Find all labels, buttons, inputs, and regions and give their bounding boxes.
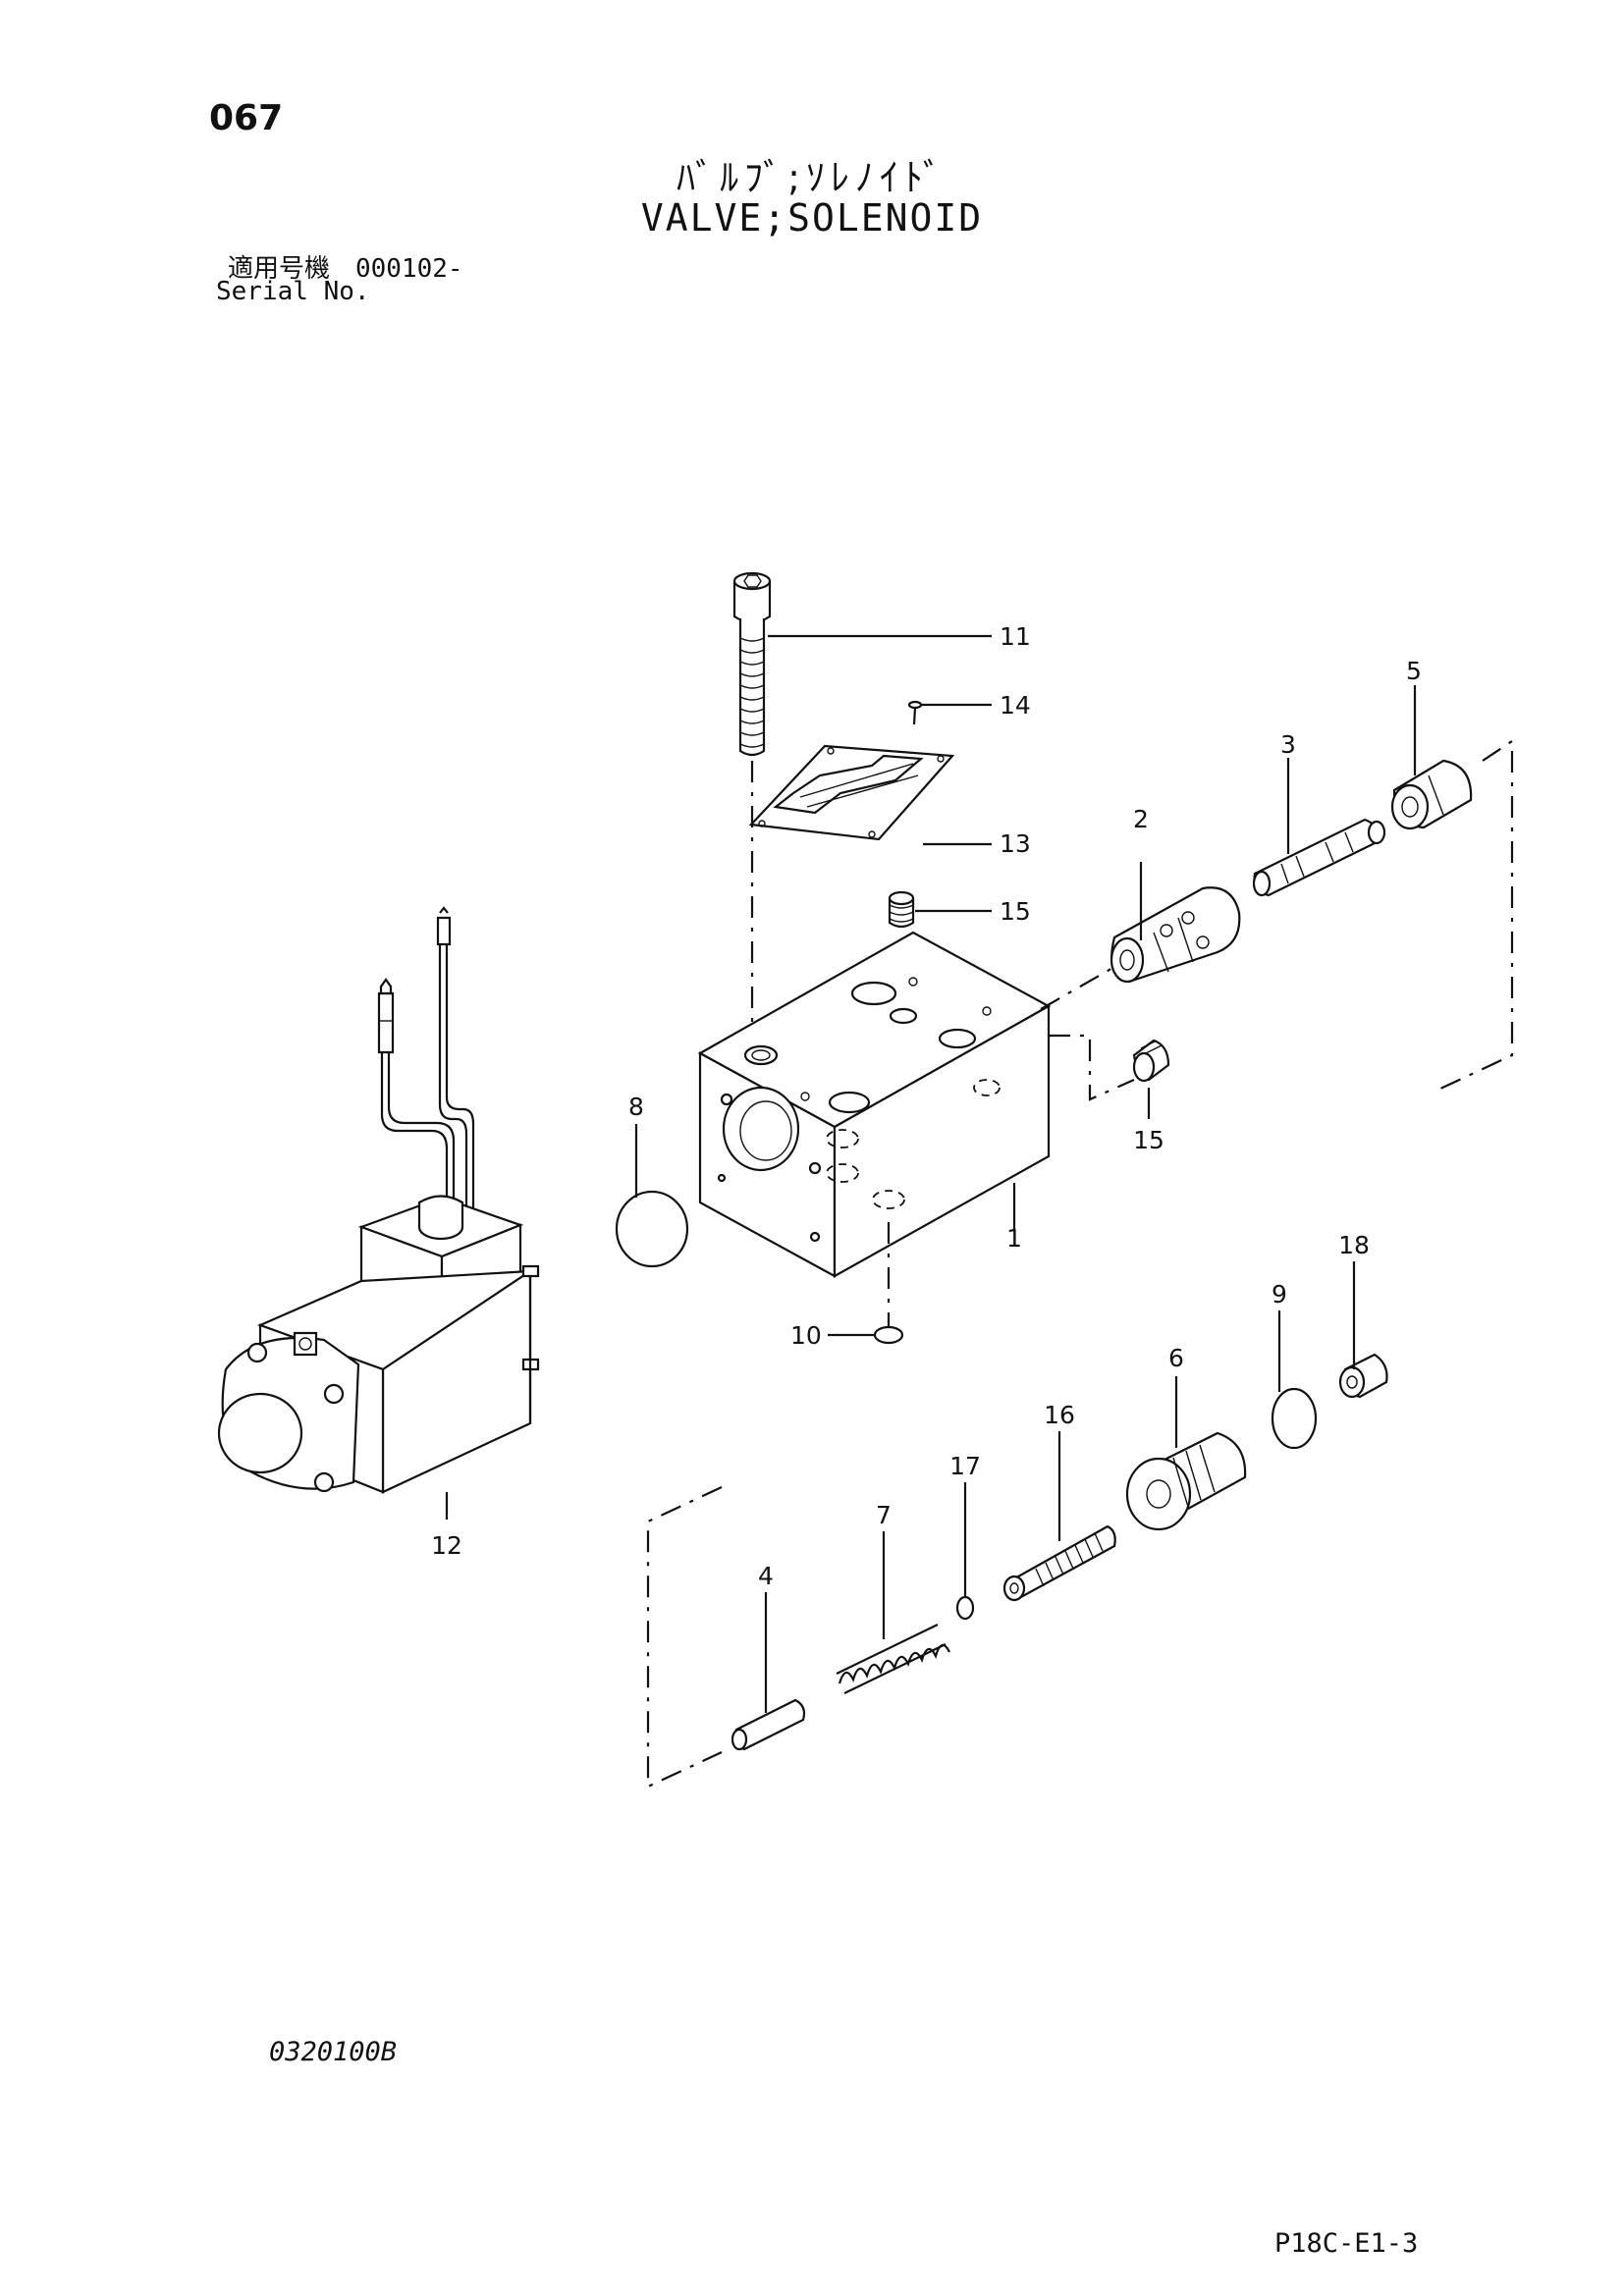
title-japanese: ﾊﾞﾙﾌﾞ;ｿﾚﾉｲﾄﾞ <box>677 156 947 199</box>
callout-11: 11 <box>1000 622 1031 651</box>
serial-label-english: Serial No. <box>216 277 370 306</box>
plug-axis-line <box>1049 1034 1135 1101</box>
part-5-cap <box>1390 759 1473 830</box>
cap-axis-line <box>1437 738 1514 1091</box>
part-9-oring <box>1271 1387 1318 1450</box>
callout-2: 2 <box>1133 805 1149 833</box>
callout-3: 3 <box>1280 730 1296 759</box>
callout-9: 9 <box>1272 1280 1287 1308</box>
part-12-solenoid <box>217 906 540 1494</box>
part-15-plug-upper <box>888 890 915 929</box>
part-2-sleeve <box>1110 886 1241 984</box>
callout-14: 14 <box>1000 691 1031 720</box>
part-14-rivet <box>907 700 923 725</box>
callout-numbers: 11 14 5 3 2 13 15 8 15 1 18 9 10 6 16 17… <box>431 622 1422 1590</box>
lower-axis-frame <box>646 1486 723 1789</box>
serial-label-japanese: 適用号機 000102- <box>228 254 463 284</box>
page-number: 067 <box>209 98 284 138</box>
sleeve-axis-line <box>1040 966 1115 1010</box>
part-10-oring <box>873 1325 904 1345</box>
sheet-id: P18C-E1-3 <box>1274 2228 1419 2259</box>
part-13-plate <box>748 744 955 841</box>
part-18-nut <box>1338 1353 1388 1399</box>
callout-8: 8 <box>628 1093 644 1121</box>
title-english: VALVE;SOLENOID <box>640 196 984 240</box>
callout-4: 4 <box>758 1562 774 1590</box>
callout-5: 5 <box>1406 657 1422 685</box>
callout-7: 7 <box>876 1501 892 1529</box>
part-11-socket-bolt <box>732 571 772 757</box>
callout-15-upper: 15 <box>1000 897 1031 926</box>
callout-1: 1 <box>1006 1224 1022 1253</box>
part-6-nut <box>1125 1431 1247 1531</box>
callout-15-right: 15 <box>1133 1126 1164 1154</box>
part-3-spool <box>1252 818 1386 897</box>
part-8-oring <box>615 1190 689 1268</box>
callout-12: 12 <box>431 1531 462 1560</box>
callout-10: 10 <box>790 1321 822 1350</box>
part-15-plug-right <box>1132 1039 1170 1083</box>
part-16-adjust-screw <box>1002 1524 1116 1602</box>
part-1-valve-body <box>697 931 1052 1278</box>
part-7-spring <box>836 1624 950 1694</box>
callout-17: 17 <box>949 1452 981 1480</box>
leader-lines <box>445 634 1417 1713</box>
figure-code: 0320100B <box>269 2037 398 2067</box>
callout-13: 13 <box>1000 829 1031 858</box>
callout-18: 18 <box>1338 1231 1370 1259</box>
part-4-pin <box>731 1698 806 1751</box>
part-17-oring <box>955 1595 975 1621</box>
callout-6: 6 <box>1168 1344 1184 1372</box>
callout-16: 16 <box>1044 1401 1075 1429</box>
